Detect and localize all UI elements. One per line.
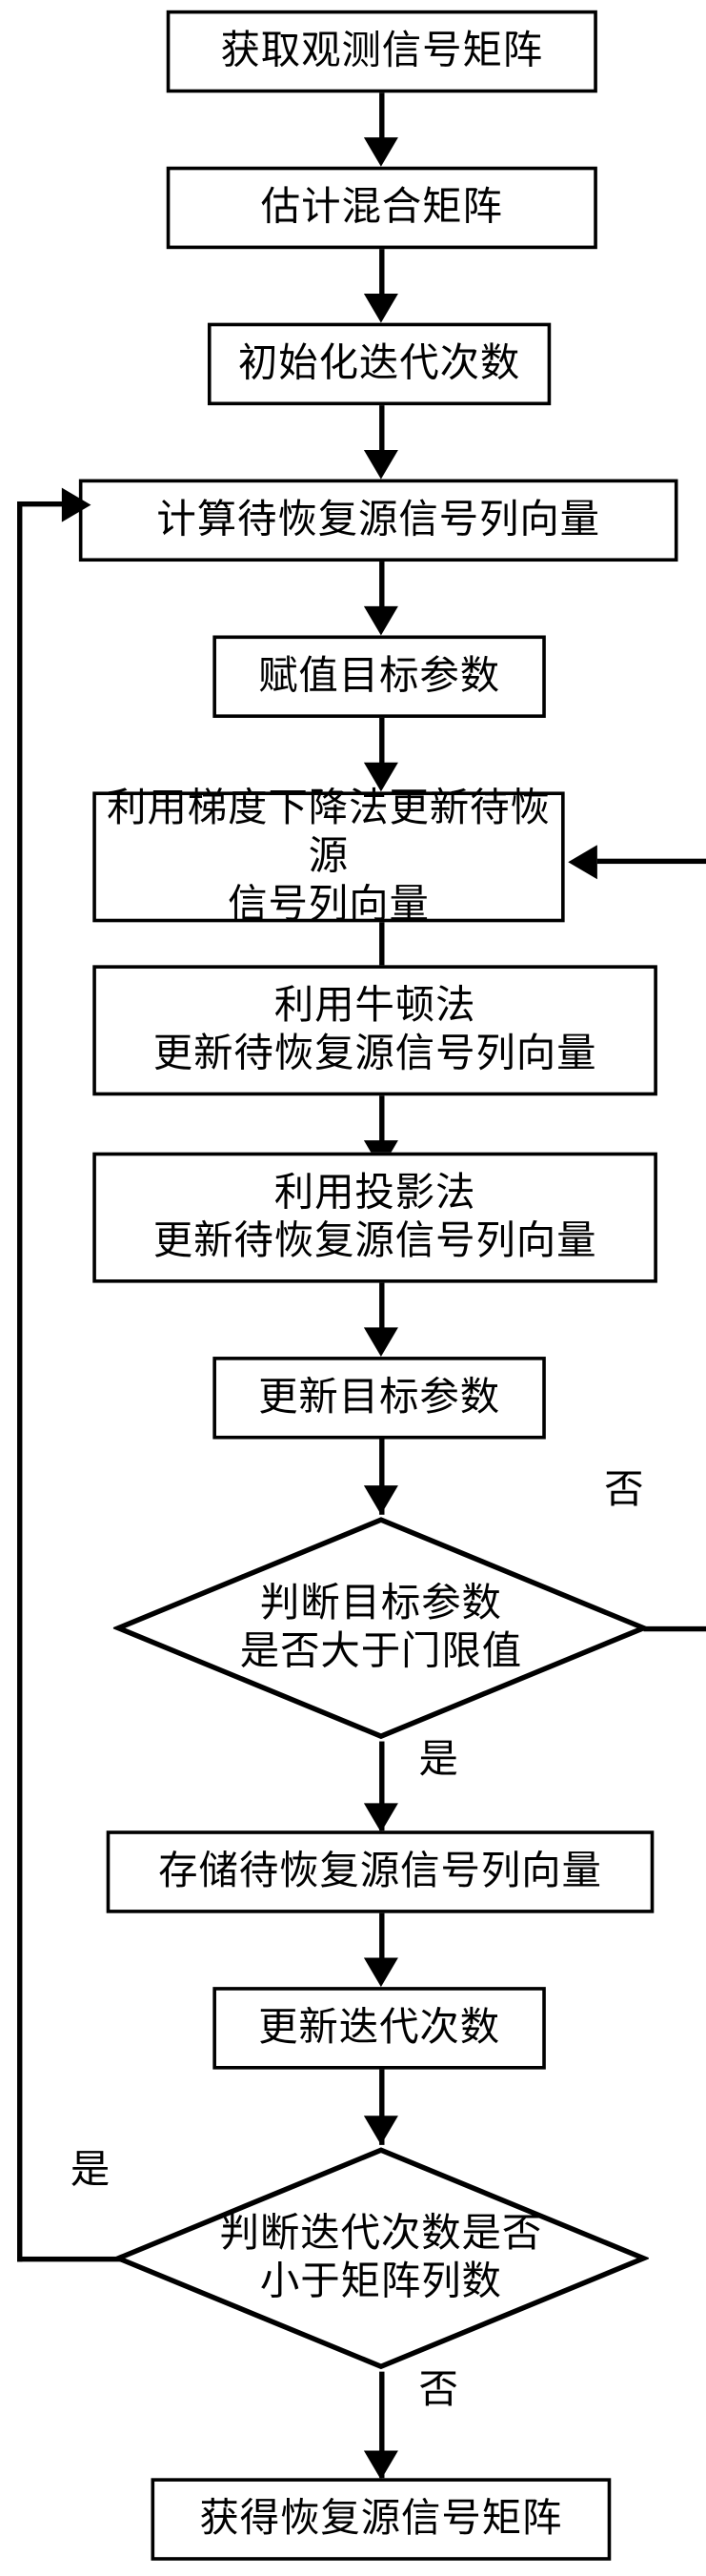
connector-n7-n8 — [379, 1095, 385, 1155]
arrowhead-d2-n14 — [363, 2450, 398, 2481]
node-label: 计算待恢复源信号列向量 — [156, 498, 601, 543]
arrowhead-n1-n2 — [363, 137, 398, 167]
node-update-iteration-count: 更新迭代次数 — [212, 1987, 546, 2070]
arrowhead-n3-n4 — [363, 449, 398, 480]
node-update-target-parameter: 更新目标参数 — [212, 1357, 546, 1440]
connector-n9-d1 — [379, 1439, 385, 1515]
feedback-line-yes-horizontal-bottom — [17, 2256, 121, 2262]
node-label: 获得恢复源信号矩阵 — [199, 2497, 563, 2542]
connector-n1-n2 — [379, 92, 385, 152]
edge-label-decision1-yes: 是 — [418, 1737, 459, 1783]
node-label: 赋值目标参数 — [258, 654, 501, 700]
connector-n11-n12 — [379, 1912, 385, 1972]
feedback-line-no-horizontal-bottom — [596, 858, 706, 865]
arrowhead-n11-n12 — [363, 1957, 398, 1988]
node-projection-method-update: 利用投影法 更新待恢复源信号列向量 — [92, 1152, 657, 1283]
arrowhead-n2-n3 — [363, 294, 398, 323]
node-compute-source-signal-column-vector: 计算待恢复源信号列向量 — [78, 479, 678, 562]
connector-d1-n11 — [379, 1741, 385, 1831]
feedback-line-yes-vertical — [17, 501, 23, 2262]
node-label: 初始化迭代次数 — [237, 341, 521, 387]
node-initialize-iteration-count: 初始化迭代次数 — [207, 322, 552, 406]
diamond-shape-1 — [112, 1517, 649, 1740]
node-label: 利用牛顿法 更新待恢复源信号列向量 — [152, 984, 597, 1077]
node-label: 估计混合矩阵 — [260, 185, 503, 231]
decision-label: 判断目标参数 是否大于门限值 — [239, 1581, 523, 1675]
node-obtain-recovered-source-signal-matrix: 获得恢复源信号矩阵 — [151, 2478, 612, 2561]
arrowhead-n9-d1 — [363, 1485, 398, 1515]
node-label: 更新迭代次数 — [258, 2005, 501, 2051]
arrowhead-n8-n9 — [363, 1327, 398, 1358]
decision-label: 判断迭代次数是否 小于矩阵列数 — [219, 2212, 543, 2305]
arrowhead-n5-n6 — [363, 762, 398, 792]
connector-n4-n5 — [379, 562, 385, 621]
connector-n8-n9 — [379, 1282, 385, 1341]
node-label: 更新目标参数 — [258, 1375, 501, 1421]
feedback-line-yes-horizontal-top — [17, 501, 68, 507]
connector-d2-n14 — [379, 2371, 385, 2479]
feedback-line-no-horizontal-top — [643, 1625, 706, 1632]
node-newton-method-update: 利用牛顿法 更新待恢复源信号列向量 — [92, 965, 657, 1096]
decision-iteration-count-vs-matrix-columns: 判断迭代次数是否 小于矩阵列数 — [112, 2145, 649, 2372]
edge-label-decision1-no: 否 — [604, 1468, 645, 1513]
connector-n6-n7 — [379, 922, 385, 981]
node-label: 获取观测信号矩阵 — [220, 29, 544, 74]
edge-label-decision2-no: 否 — [418, 2368, 459, 2413]
node-assign-target-parameter: 赋值目标参数 — [212, 635, 546, 718]
arrowhead-n4-n5 — [363, 605, 398, 636]
decision-target-parameter-vs-threshold: 判断目标参数 是否大于门限值 — [112, 1515, 649, 1742]
edge-label-decision2-yes: 是 — [70, 2148, 111, 2194]
arrowhead-feedback-yes — [61, 487, 91, 522]
connector-n5-n6 — [379, 717, 385, 777]
node-label: 存储待恢复源信号列向量 — [158, 1849, 602, 1894]
node-acquire-observed-signal-matrix: 获取观测信号矩阵 — [166, 10, 597, 93]
connector-n2-n3 — [379, 249, 385, 308]
arrowhead-d1-n11 — [363, 1803, 398, 1833]
node-label: 利用梯度下降法更新待恢源 信号列向量 — [107, 786, 551, 928]
diamond-shape-2 — [112, 2147, 649, 2370]
arrowhead-feedback-no — [568, 845, 597, 880]
connector-n3-n4 — [379, 405, 385, 464]
node-estimate-mixing-matrix: 估计混合矩阵 — [166, 166, 597, 250]
node-label: 利用投影法 更新待恢复源信号列向量 — [152, 1171, 597, 1264]
arrowhead-n12-d2 — [363, 2116, 398, 2145]
node-store-source-signal-column-vector: 存储待恢复源信号列向量 — [106, 1830, 655, 1913]
node-gradient-descent-update: 利用梯度下降法更新待恢源 信号列向量 — [92, 787, 565, 928]
connector-n12-d2 — [379, 2069, 385, 2145]
